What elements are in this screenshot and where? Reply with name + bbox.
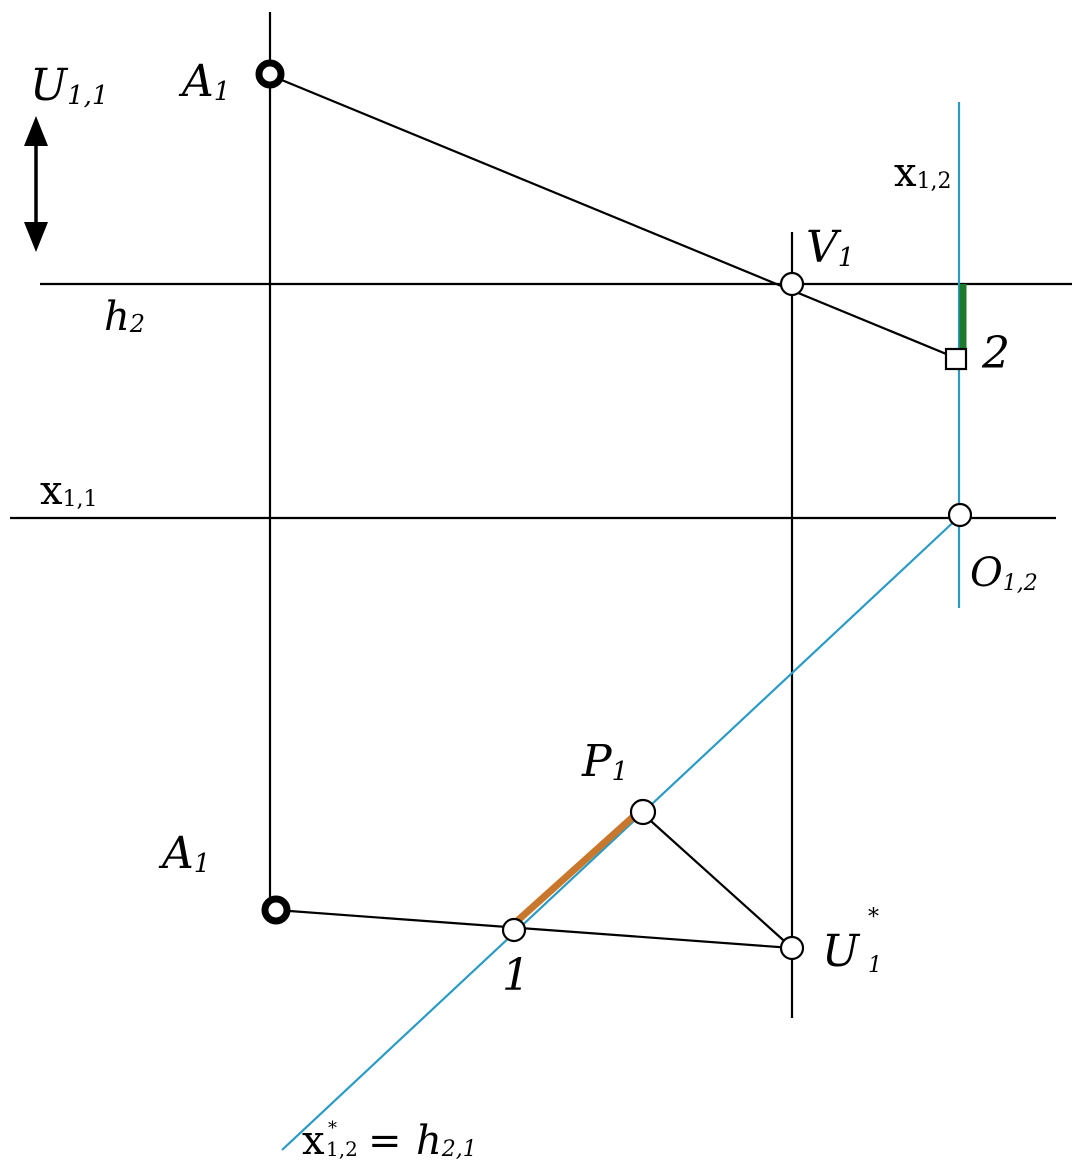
blue-axis-x12-star: [281, 514, 962, 1151]
label-point-1: 1: [502, 950, 530, 1001]
point-u1-star: [779, 935, 805, 961]
line-p1-to-u1: [641, 812, 793, 949]
point-p1: [629, 798, 657, 826]
label-o12: O1,2: [970, 550, 1038, 596]
point-o12: [947, 502, 973, 528]
label-u1-star-sup: *: [868, 905, 879, 930]
orange-segment: [513, 813, 637, 925]
label-u11: U1,1: [30, 60, 108, 111]
label-v1: V1: [806, 222, 854, 273]
label-bottom-equation-sub: 1,2: [326, 1137, 358, 1161]
label-bottom-equation-sign: =: [368, 1118, 402, 1162]
double-arrow-icon: [24, 116, 48, 252]
label-a1-top: A1: [178, 56, 230, 107]
label-u1-star-sub: 1: [868, 953, 882, 978]
label-bottom-equation: x: [302, 1118, 325, 1162]
label-x11: x1,1: [40, 468, 98, 514]
label-a1-bottom: A1: [158, 828, 210, 879]
label-bottom-equation-sup: *: [328, 1118, 337, 1139]
point-a1-bottom: [261, 895, 291, 925]
label-x12-top: x1,2: [894, 150, 952, 196]
point-1: [501, 917, 527, 943]
label-bottom-equation-rhs: h2,1: [416, 1118, 477, 1162]
label-u1-star: U: [822, 926, 861, 977]
point-2: [944, 347, 968, 371]
label-h2: h2: [104, 294, 145, 340]
label-point-2: 2: [981, 328, 1010, 379]
line-a1-bottom-to-u1: [275, 908, 793, 950]
point-a1-top: [255, 59, 285, 89]
point-v1: [779, 271, 805, 297]
label-p1: P1: [581, 736, 628, 787]
line-a1-top-to-2: [271, 74, 957, 360]
